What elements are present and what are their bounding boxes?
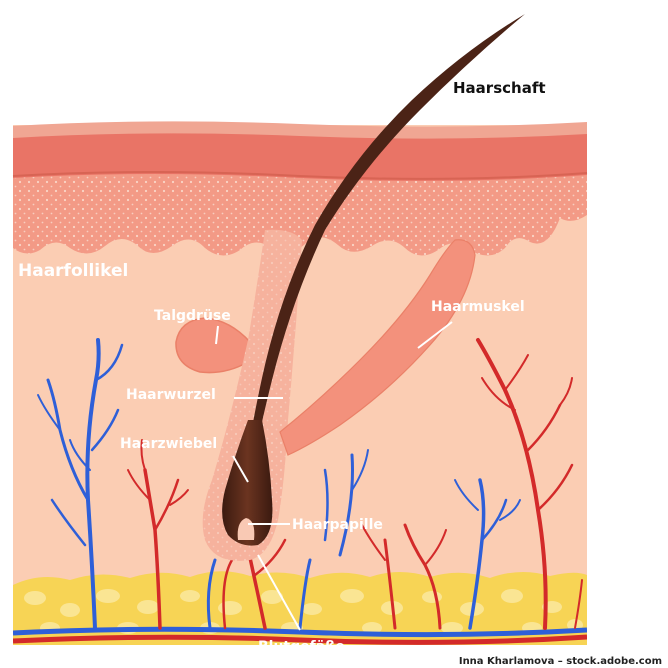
label-haarfollikel: Haarfollikel (18, 261, 128, 281)
label-haarzwiebel: Haarzwiebel (120, 436, 217, 452)
label-talgdruese: Talgdrüse (154, 308, 231, 324)
image-credit: Inna Kharlamova – stock.adobe.com (459, 656, 662, 667)
label-haarmuskel: Haarmuskel (431, 299, 525, 315)
label-blutgefaesse: Blutgefäße (258, 639, 345, 655)
label-haarwurzel: Haarwurzel (126, 387, 216, 403)
fat-layer (13, 571, 587, 645)
label-haarschaft: Haarschaft (453, 79, 546, 97)
label-haarpapille: Haarpapille (292, 517, 383, 533)
